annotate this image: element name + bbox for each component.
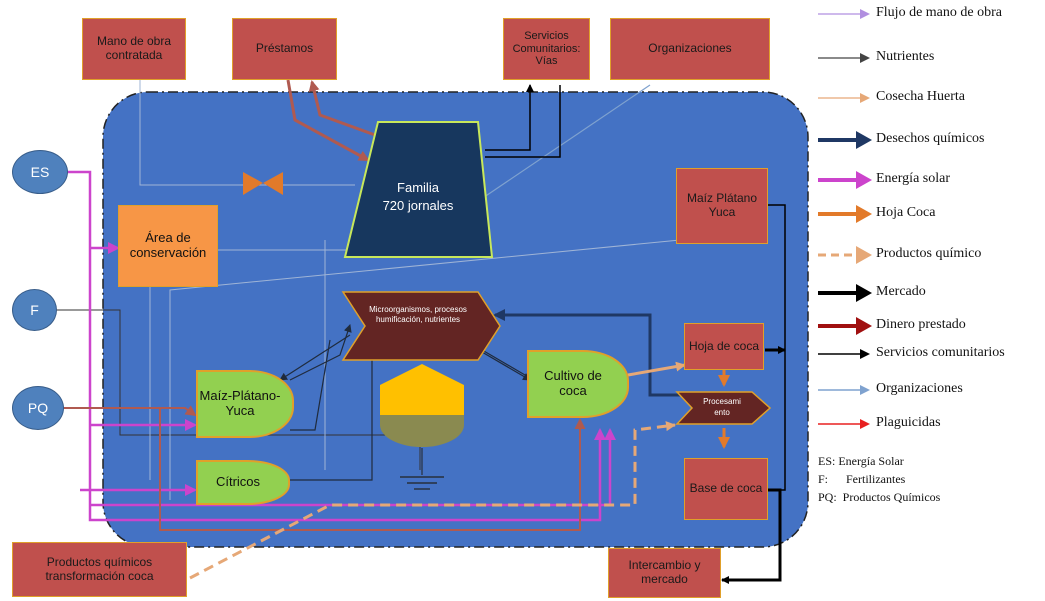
- source-es: ES: [12, 150, 68, 194]
- legend-label-1: Nutrientes: [876, 49, 935, 64]
- familia-node: [343, 121, 494, 258]
- source-f: F: [12, 289, 57, 331]
- legend-arrows: [818, 9, 872, 429]
- legend-label-10: Organizaciones: [876, 381, 963, 396]
- mano-de-obra-box: Mano de obra contratada: [82, 18, 186, 80]
- productos-quimicos-label: Productos químicos transformación coca: [45, 554, 154, 583]
- legend-label-2: Cosecha Huerta: [876, 89, 966, 104]
- abbr-f: F: Fertilizantes: [818, 472, 906, 486]
- base-de-coca-box: Base de coca: [684, 458, 768, 520]
- source-es-label: ES: [30, 163, 50, 180]
- prestamos-label: Préstamos: [255, 41, 314, 56]
- base-de-coca-label: Base de coca: [689, 481, 763, 496]
- microorganismos-label: Microorganismos, procesos humificación, …: [369, 305, 467, 324]
- legend-label-9: Servicios comunitarios: [876, 345, 1005, 360]
- maiz-platano-yuca-left-box: Maíz-Plátano-Yuca: [196, 370, 294, 438]
- abbr-es: ES: Energía Solar: [818, 454, 904, 468]
- maiz-platano-yuca-left-label: Maíz-Plátano-Yuca: [199, 388, 281, 418]
- area-conservacion-label: Área de conservación: [129, 230, 207, 260]
- legend-label-3: Desechos químicos: [876, 131, 985, 146]
- microorganismos-node: [341, 291, 501, 361]
- organizaciones-box: Organizaciones: [610, 18, 770, 80]
- legend-label-6: Productos químico: [876, 246, 982, 261]
- abbr-pq: PQ: Productos Químicos: [818, 490, 941, 504]
- citricos-label: Cítricos: [215, 474, 261, 490]
- legend-label-11: Plaguicidas: [876, 415, 941, 430]
- intercambio-box: Intercambio y mercado: [608, 548, 721, 598]
- maiz-platano-yuca-right-box: Maíz Plátano Yuca: [676, 168, 768, 244]
- storage-tank: [380, 364, 464, 490]
- svg-text:Procesami: Procesami: [703, 397, 741, 406]
- source-pq-label: PQ: [27, 399, 49, 416]
- legend-label-8: Dinero prestado: [876, 317, 966, 332]
- cultivo-coca-box: Cultivo de coca: [527, 350, 629, 418]
- mano-de-obra-label: Mano de obra contratada: [96, 34, 172, 62]
- servicios-label: Servicios Comunitarios: Vías: [512, 30, 581, 68]
- citricos-box: Cítricos: [196, 460, 290, 505]
- servicios-box: Servicios Comunitarios: Vías: [503, 18, 590, 80]
- area-conservacion-box: Área de conservación: [118, 205, 218, 287]
- intercambio-label: Intercambio y mercado: [628, 558, 701, 586]
- hoja-de-coca-label: Hoja de coca: [688, 338, 760, 353]
- source-pq: PQ: [12, 386, 64, 430]
- svg-text:ento: ento: [714, 408, 730, 417]
- source-f-label: F: [30, 301, 39, 318]
- procesamiento-node: [675, 391, 772, 425]
- familia-label-1: Familia: [397, 180, 440, 195]
- valve-icon: [243, 172, 263, 195]
- legend-label-5: Hoja Coca: [876, 205, 936, 220]
- familia-label-2: 720 jornales: [383, 198, 454, 213]
- organizaciones-label: Organizaciones: [648, 41, 732, 56]
- cultivo-coca-label: Cultivo de coca: [544, 368, 602, 398]
- maiz-platano-yuca-right-label: Maíz Plátano Yuca: [686, 191, 758, 219]
- legend-label-4: Energía solar: [876, 171, 950, 186]
- productos-quimicos-box: Productos químicos transformación coca: [12, 542, 187, 597]
- hoja-de-coca-box: Hoja de coca: [684, 323, 764, 370]
- legend-label-7: Mercado: [876, 284, 926, 299]
- prestamos-box: Préstamos: [232, 18, 337, 80]
- legend-label-0: Flujo de mano de obra: [876, 5, 1002, 20]
